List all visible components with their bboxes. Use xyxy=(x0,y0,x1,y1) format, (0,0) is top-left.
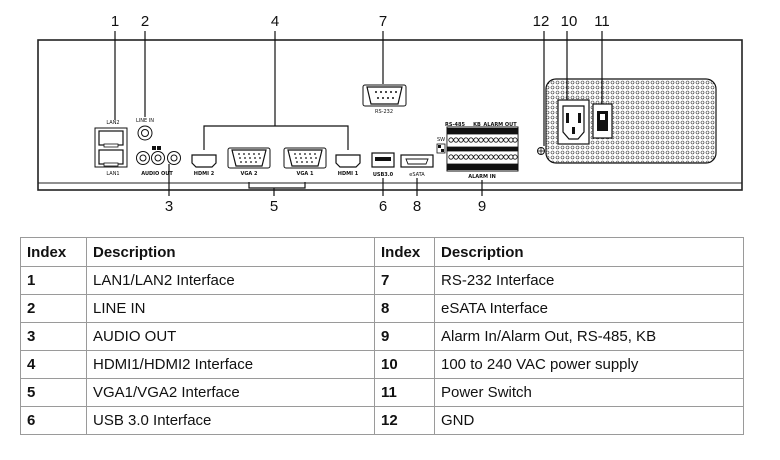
index-cell: 4 xyxy=(20,350,87,379)
lan-ports xyxy=(94,127,128,168)
table-row: 5 VGA1/VGA2 Interface 11 Power Switch xyxy=(20,378,744,407)
kb-label: KB xyxy=(473,122,481,128)
description-cell: USB 3.0 Interface xyxy=(86,406,375,435)
rs485-label: RS-485 xyxy=(445,122,465,128)
callout-2: 2 xyxy=(141,13,149,30)
description-cell: VGA1/VGA2 Interface xyxy=(86,378,375,407)
header-index-right: Index xyxy=(374,237,435,267)
callout-10: 10 xyxy=(561,13,578,30)
hdmi2-port xyxy=(191,154,217,168)
description-cell: GND xyxy=(434,406,744,435)
header-description-right: Description xyxy=(434,237,744,267)
callout-7: 7 xyxy=(379,13,387,30)
power-switch xyxy=(592,103,613,139)
index-cell: 11 xyxy=(374,378,435,407)
vga2-port xyxy=(227,147,271,169)
index-cell: 3 xyxy=(20,322,87,351)
rs232-port xyxy=(362,84,407,107)
description-cell: HDMI1/HDMI2 Interface xyxy=(86,350,375,379)
alarm-out-label: ALARM OUT xyxy=(483,122,517,128)
line-in-label: LINE IN xyxy=(136,118,154,124)
leader-lines xyxy=(114,31,603,196)
callout-5: 5 xyxy=(270,198,278,215)
sw-label: SW xyxy=(437,137,445,143)
vga2-label: VGA 2 xyxy=(240,171,258,177)
description-cell: eSATA Interface xyxy=(434,294,744,323)
callout-8: 8 xyxy=(413,198,421,215)
alarm-in-label: ALARM IN xyxy=(468,174,496,180)
callout-1: 1 xyxy=(111,13,119,30)
description-cell: LAN1/LAN2 Interface xyxy=(86,266,375,295)
callout-12: 12 xyxy=(533,13,550,30)
lan2-label: LAN2 xyxy=(106,120,119,126)
hdmi1-port xyxy=(335,154,361,168)
description-cell: Alarm In/Alarm Out, RS-485, KB xyxy=(434,322,744,351)
callout-9: 9 xyxy=(478,198,486,215)
index-cell: 6 xyxy=(20,406,87,435)
index-cell: 9 xyxy=(374,322,435,351)
vga1-port xyxy=(283,147,327,169)
index-cell: 1 xyxy=(20,266,87,295)
gnd-screw xyxy=(537,147,545,155)
description-cell: LINE IN xyxy=(86,294,375,323)
vga1-label: VGA 1 xyxy=(296,171,314,177)
table-row: 6 USB 3.0 Interface 12 GND xyxy=(20,406,744,435)
usb-port xyxy=(371,152,395,168)
esata-label: eSATA xyxy=(409,172,425,178)
power-inlet xyxy=(557,99,590,145)
table-row: 1 LAN1/LAN2 Interface 7 RS-232 Interface xyxy=(20,266,744,295)
header-description-left: Description xyxy=(86,237,375,267)
description-cell: AUDIO OUT xyxy=(86,322,375,351)
callout-4: 4 xyxy=(271,13,279,30)
table-row: 2 LINE IN 8 eSATA Interface xyxy=(20,294,744,323)
index-cell: 12 xyxy=(374,406,435,435)
index-cell: 8 xyxy=(374,294,435,323)
usb-label: USB3.0 xyxy=(373,172,394,178)
callout-6: 6 xyxy=(379,198,387,215)
callout-11: 11 xyxy=(594,13,610,30)
index-cell: 7 xyxy=(374,266,435,295)
table-row: 3 AUDIO OUT 9 Alarm In/Alarm Out, RS-485… xyxy=(20,322,744,351)
description-cell: RS-232 Interface xyxy=(434,266,744,295)
description-cell: Power Switch xyxy=(434,378,744,407)
table-header-row: Index Description Index Description xyxy=(20,237,744,267)
interface-table: Index Description Index Description 1 LA… xyxy=(20,237,744,435)
rear-panel-diagram: LAN2 LAN1 LINE IN AUDIO OUT HDMI 2 VGA 2 xyxy=(37,13,743,215)
description-cell: 100 to 240 VAC power supply xyxy=(434,350,744,379)
index-cell: 5 xyxy=(20,378,87,407)
audio-out-label: AUDIO OUT xyxy=(141,171,173,177)
audio-out-jacks xyxy=(136,151,181,165)
esata-port xyxy=(400,154,434,168)
hdmi2-label: HDMI 2 xyxy=(194,171,215,177)
line-in-jack xyxy=(137,125,153,141)
hdmi1-label: HDMI 1 xyxy=(338,171,359,177)
alarm-terminal-block: RS-485 KB ALARM OUT SW ALARM IN xyxy=(436,122,519,180)
table-row: 4 HDMI1/HDMI2 Interface 10 100 to 240 VA… xyxy=(20,350,744,379)
index-cell: 2 xyxy=(20,294,87,323)
rs232-label: RS-232 xyxy=(375,109,393,115)
lan1-label: LAN1 xyxy=(106,171,119,177)
header-index-left: Index xyxy=(20,237,87,267)
callout-3: 3 xyxy=(165,198,173,215)
index-cell: 10 xyxy=(374,350,435,379)
